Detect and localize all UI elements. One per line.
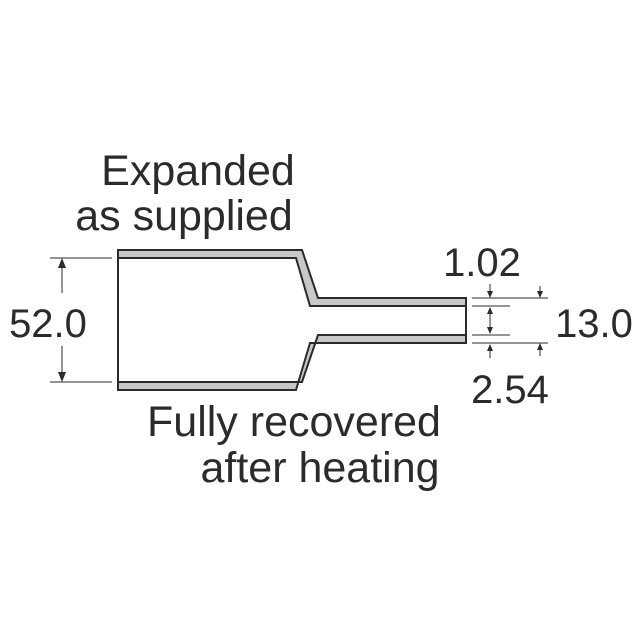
recovered-label-line1: Fully recovered xyxy=(147,398,441,446)
tube-bottom-wall xyxy=(117,334,467,391)
arrow-up-icon xyxy=(537,343,543,350)
recovered-diameter-value: 13.0 xyxy=(555,302,633,346)
expanded-label-line1: Expanded xyxy=(101,147,295,195)
arrow-up-icon xyxy=(58,258,66,268)
arrow-up-icon xyxy=(487,344,493,351)
tube-outline xyxy=(117,249,467,391)
arrow-down-icon xyxy=(537,291,543,298)
recovered-label-line2: after heating xyxy=(200,444,439,492)
recovered-wall-value: 1.02 xyxy=(443,241,521,285)
expanded-wall-value: 2.54 xyxy=(471,368,549,412)
arrow-down-icon xyxy=(58,372,66,382)
arrow-up-icon xyxy=(487,307,493,314)
expanded-diameter-value: 52.0 xyxy=(9,302,87,346)
arrow-down-icon xyxy=(487,327,493,334)
expanded-label-line2: as supplied xyxy=(75,192,293,240)
arrow-down-icon xyxy=(487,291,493,298)
tube-top-wall xyxy=(117,249,467,307)
recovered-dimension-lines xyxy=(472,284,548,358)
